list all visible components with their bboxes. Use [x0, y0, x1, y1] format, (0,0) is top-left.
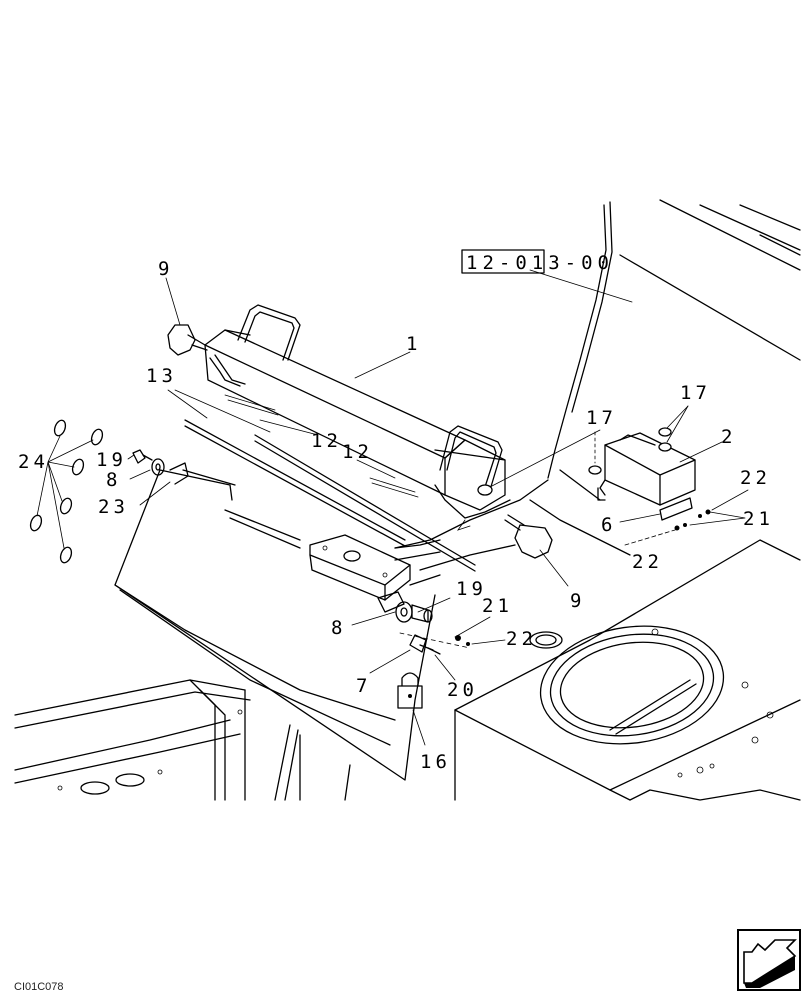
callout-6: 6: [601, 514, 616, 536]
callout-8-a: 8: [106, 469, 121, 491]
callout-21-b: 21: [482, 595, 513, 617]
callout-12-b: 12: [342, 441, 373, 463]
callout-8-b: 8: [331, 617, 346, 639]
callout-22-a: 22: [740, 467, 771, 489]
callout-12-a: 12: [311, 430, 342, 452]
small-box: [588, 427, 711, 531]
callout-17-a: 17: [680, 382, 711, 404]
reference-frame: [461, 249, 545, 274]
callouts: 9 1 13 12 12 17 17 2 24 19 8 23 22 21 6 …: [18, 258, 774, 773]
callout-13: 13: [146, 365, 177, 387]
callout-19-a: 19: [96, 449, 127, 471]
callout-16: 16: [420, 751, 451, 773]
toolbox-assembly: [167, 304, 553, 572]
callout-20: 20: [447, 679, 478, 701]
callout-1: 1: [406, 333, 421, 355]
tray-housing: [114, 469, 436, 781]
callout-24: 24: [18, 451, 49, 473]
callout-7: 7: [356, 675, 371, 697]
callout-9-top: 9: [158, 258, 173, 280]
reference-number: 12-013-00: [466, 252, 614, 274]
callout-23: 23: [98, 496, 129, 518]
callout-2: 2: [721, 426, 736, 448]
loose-hardware: [29, 419, 471, 709]
callout-17-b: 17: [586, 407, 617, 429]
arrow-icon[interactable]: [737, 929, 801, 991]
callout-21-a: 21: [743, 508, 774, 530]
machine-frame: [14, 199, 801, 801]
leader-lines: [36, 269, 749, 746]
figure-code: CI01C078: [14, 981, 64, 993]
callout-9-bottom: 9: [570, 590, 585, 612]
callout-19-b: 19: [456, 578, 487, 600]
callout-22-c: 22: [506, 628, 537, 650]
callout-22-b: 22: [632, 551, 663, 573]
reference-box: 12-013-00: [461, 249, 614, 274]
